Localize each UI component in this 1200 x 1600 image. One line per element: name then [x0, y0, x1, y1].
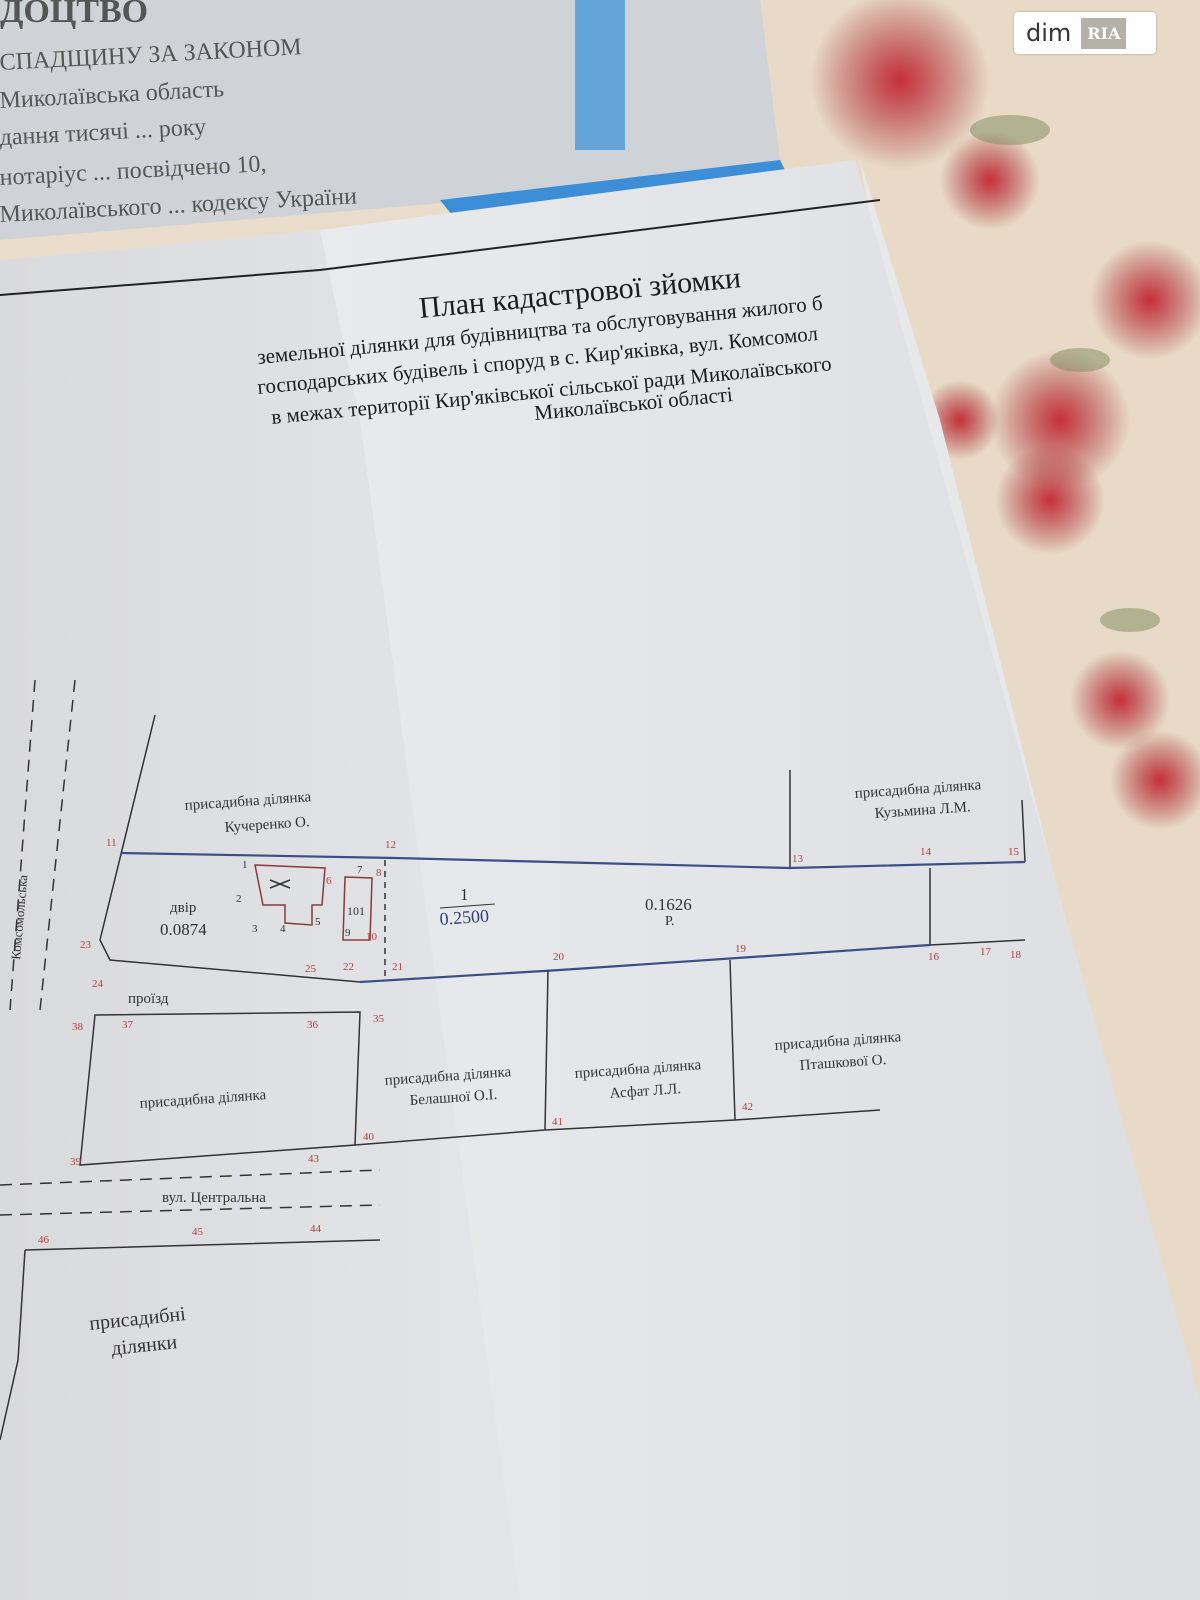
point-label: 13: [792, 853, 804, 865]
map-label: Белашної О.І.: [409, 1087, 498, 1109]
point-label: 16: [928, 951, 940, 963]
point-label: 12: [385, 839, 396, 851]
point-label: 19: [735, 943, 747, 955]
point-label: 5: [315, 916, 321, 928]
point-label: 3: [252, 923, 258, 935]
point-label: 10: [366, 931, 378, 943]
point-label: 21: [392, 961, 403, 973]
point-label: 45: [192, 1226, 204, 1238]
point-label: 40: [363, 1131, 375, 1143]
point-label: 39: [70, 1156, 82, 1168]
point-label: 14: [920, 846, 932, 858]
point-numbers: 11 12 13 14 15 16 17 18 19 20 21 22 23 2…: [38, 837, 1022, 1246]
map-label: Кучеренко О.: [224, 814, 310, 836]
point-label: 1: [242, 859, 248, 871]
point-label: 38: [72, 1021, 84, 1033]
point-label: 9: [345, 927, 351, 939]
point-label: 18: [1010, 949, 1022, 961]
street-label: вул. Центральна: [162, 1190, 266, 1206]
frame-line: [0, 199, 881, 296]
point-label: 41: [552, 1116, 563, 1128]
arable-area: 0.1626: [645, 895, 692, 914]
cadastral-plan-sheet: [0, 160, 1200, 1600]
point-label: 37: [122, 1019, 134, 1031]
point-label: 15: [1008, 846, 1020, 858]
map-label: Кузьмина Л.М.: [874, 799, 971, 822]
point-label: 44: [310, 1223, 322, 1235]
cadastral-map: [0, 679, 1026, 1441]
point-label: 24: [92, 978, 104, 990]
building-label: 101: [347, 904, 365, 918]
point-label: 42: [742, 1101, 753, 1113]
point-label: 22: [343, 961, 354, 973]
point-label: 35: [373, 1013, 385, 1025]
parcel-area: 0.2500: [439, 906, 490, 929]
watermark-brand: dim: [1026, 19, 1072, 47]
point-label: 11: [106, 837, 117, 849]
point-label: 7: [357, 864, 363, 876]
point-label: 2: [236, 893, 242, 905]
passage-label: проїзд: [128, 991, 169, 1007]
point-label: 43: [308, 1153, 320, 1165]
arable-code: Р.: [665, 914, 675, 929]
point-label: 46: [38, 1234, 50, 1246]
cert-line: ДОЦТВО: [0, 0, 148, 30]
watermark-mark: RIA: [1081, 17, 1127, 49]
point-label: 17: [980, 946, 992, 958]
yard-area: 0.0874: [160, 920, 207, 939]
point-label: 6: [326, 875, 332, 887]
parcel-number: 1: [460, 885, 469, 904]
dim-ria-watermark: dim RIA: [1014, 12, 1156, 54]
point-label: 25: [305, 963, 317, 975]
point-label: 20: [553, 951, 565, 963]
point-label: 4: [280, 923, 286, 935]
point-label: 8: [376, 867, 382, 879]
street-left-label: Комсомольська: [8, 874, 30, 960]
point-label: 23: [80, 939, 92, 951]
map-label: Пташкової О.: [799, 1052, 887, 1074]
yard-label: двір: [170, 900, 196, 916]
point-label: 36: [307, 1019, 319, 1031]
map-label: Асфат Л.Л.: [609, 1081, 681, 1102]
